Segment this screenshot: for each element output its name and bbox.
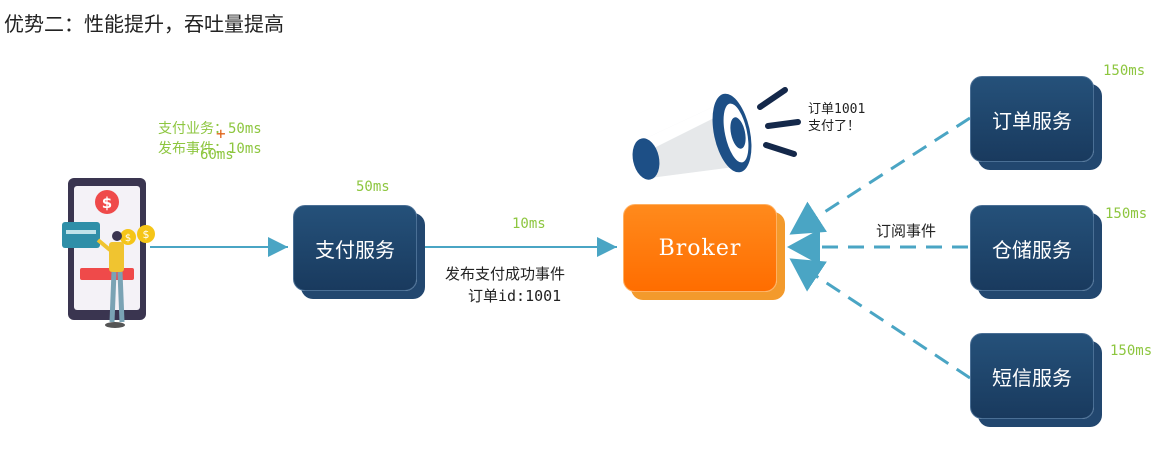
sms-service-label: 短信服务	[992, 365, 1072, 390]
svg-text:$: $	[102, 194, 112, 212]
order-service-latency: 150ms	[1103, 63, 1146, 79]
payment-service-node: 支付服务	[293, 205, 417, 291]
svg-text:$: $	[143, 228, 150, 241]
sms-service-latency: 150ms	[1110, 343, 1153, 359]
payment-service-label: 支付服务	[315, 237, 395, 262]
page-title: 优势二：性能提升，吞吐量提高	[4, 12, 284, 36]
order-service-node: 订单服务	[970, 76, 1094, 162]
order-id-label: 订单id:1001	[468, 287, 562, 305]
megaphone-note-line2: 支付了！	[808, 119, 861, 134]
subscribe-event-label: 订阅事件	[876, 222, 937, 240]
payment-latency: 50ms	[356, 179, 390, 195]
publish-latency: 10ms	[512, 216, 546, 232]
phone-latency-line1: 支付业务：50ms	[158, 121, 262, 137]
phone-latency-total: 60ms	[200, 147, 234, 163]
megaphone-note-line1: 订单1001	[808, 102, 866, 117]
publish-event-label: 发布支付成功事件	[445, 265, 566, 283]
phone-latency-line2: 发布事件：10ms	[158, 141, 262, 157]
sms-subscribe-arrow	[789, 258, 971, 380]
broker-node: Broker	[623, 204, 777, 292]
cursor-marker: +	[216, 124, 226, 143]
storage-service-label: 仓储服务	[992, 237, 1072, 262]
storage-service-node: 仓储服务	[970, 205, 1094, 291]
order-service-label: 订单服务	[992, 108, 1072, 133]
storage-service-latency: 150ms	[1105, 206, 1148, 222]
sms-service-node: 短信服务	[970, 333, 1094, 419]
svg-text:$: $	[125, 233, 131, 244]
broker-label: Broker	[658, 235, 742, 261]
order-subscribe-arrow	[789, 116, 971, 235]
